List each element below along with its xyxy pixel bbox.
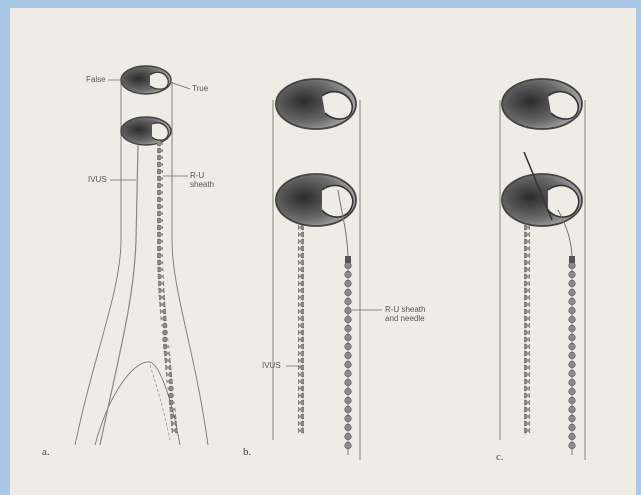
sheath-tip-c — [569, 256, 575, 263]
false-lumen-label: False — [86, 75, 106, 84]
ru-sheath — [160, 142, 175, 435]
ivus-label-a: IVUS — [88, 175, 107, 184]
true-leader — [170, 82, 190, 89]
lower-true-lumen-c — [548, 185, 579, 217]
ivus-label-b: IVUS — [262, 361, 281, 370]
panel-a-caption: a. — [42, 446, 50, 458]
panel-c — [500, 79, 585, 460]
vessel-left-wall — [75, 82, 121, 445]
vessel-right-wall — [172, 82, 208, 445]
sheath-needle-label: R-U sheath and needle — [385, 305, 425, 323]
sheath-tip-b — [345, 256, 351, 263]
panel-a — [75, 66, 208, 445]
panel-c-caption: c. — [496, 451, 504, 463]
ivus-catheter — [100, 145, 138, 445]
lower-true-lumen-b — [322, 185, 353, 217]
ru-sheath-label: R-U sheath — [190, 171, 214, 189]
panel-b-caption: b. — [243, 446, 251, 458]
upper-true-lumen — [150, 72, 168, 89]
panel-b — [273, 79, 382, 460]
true-lumen-label: True — [192, 84, 208, 93]
